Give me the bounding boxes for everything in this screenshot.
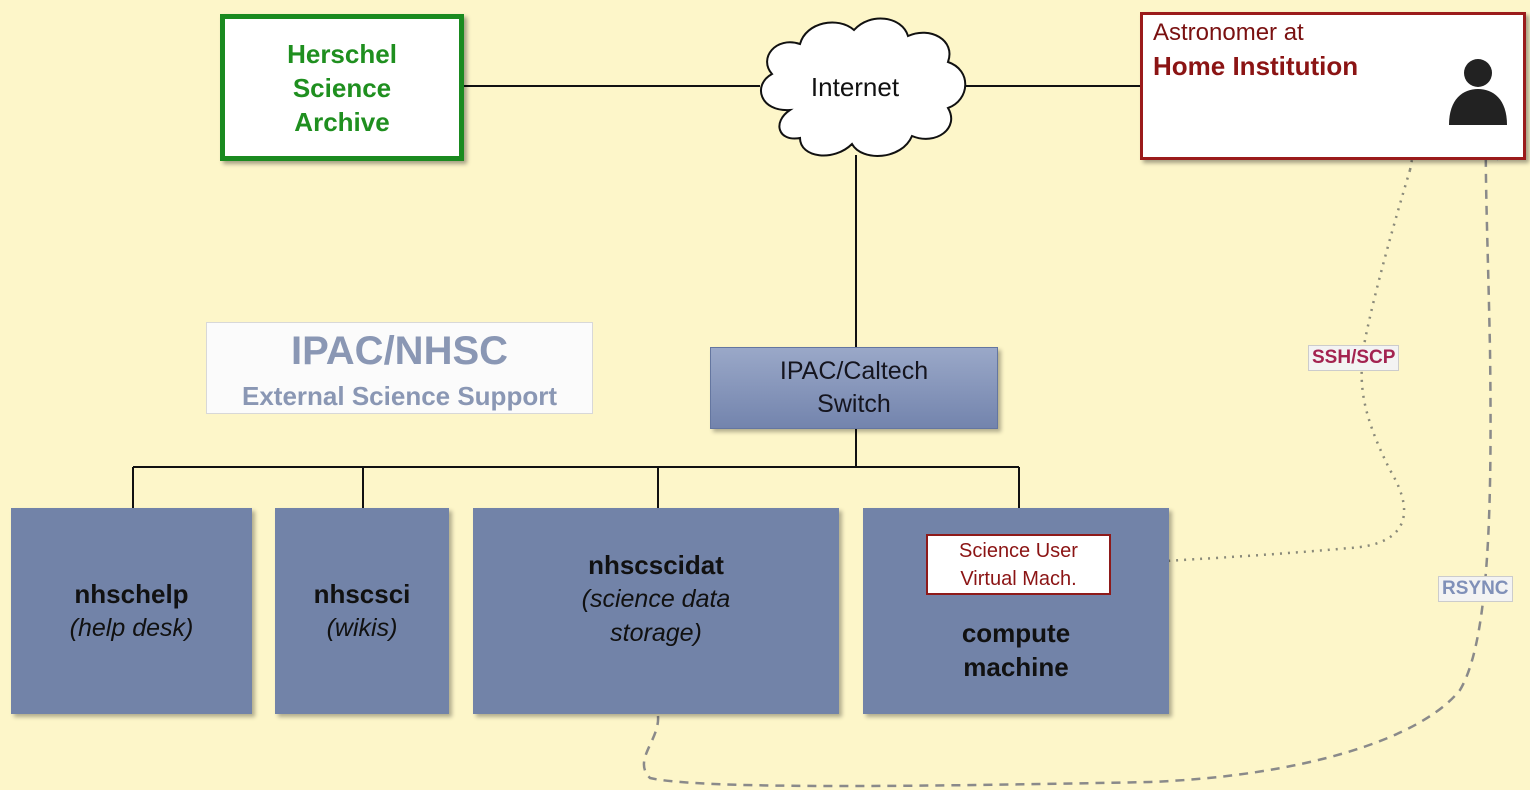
diagram-title: IPAC/NHSC External Science Support [206,322,593,414]
internet-cloud-icon [760,17,967,157]
rsync-label: RSYNC [1438,576,1513,602]
node-nhscsci: nhscsci (wikis) [275,508,449,714]
ipac-switch-box: IPAC/Caltech Switch [710,347,998,429]
title-main: IPAC/NHSC [290,329,509,373]
science-user-vm-box: Science User Virtual Mach. [926,534,1111,595]
archive-line-3: Archive [294,106,390,137]
switch-line-1: IPAC/Caltech [779,357,929,385]
node-desc: (help desk) [69,614,194,642]
home-institution-box: Astronomer at Home Institution [1140,12,1526,160]
node-name-line-1: compute [961,618,1071,648]
switch-line-2: Switch [817,390,891,418]
node-desc-line-1: (science data [581,585,731,613]
home-institution-label: Home Institution [1153,51,1359,81]
node-name: nhschelp [74,579,189,609]
node-desc-line-2: storage) [610,619,702,647]
archive-line-1: Herschel [287,38,397,69]
astronomer-label: Astronomer at [1153,19,1304,46]
rsync-link-path [642,130,1498,788]
node-nhscscidat: nhscscidat (science data storage) [473,508,839,714]
title-sub: External Science Support [242,381,557,411]
vm-line-1: Science User [959,539,1078,562]
person-icon [1449,59,1507,125]
node-name: nhscsci [313,579,411,609]
archive-line-2: Science [292,72,392,103]
vm-line-2: Virtual Mach. [960,567,1077,590]
node-name: nhscscidat [588,550,724,580]
herschel-archive-box: Herschel Science Archive [220,14,464,161]
node-desc: (wikis) [326,614,398,642]
internet-label: Internet [810,72,900,102]
ssh-scp-label: SSH/SCP [1308,345,1400,371]
node-nhschelp: nhschelp (help desk) [11,508,252,714]
node-name-line-2: machine [963,652,1069,682]
